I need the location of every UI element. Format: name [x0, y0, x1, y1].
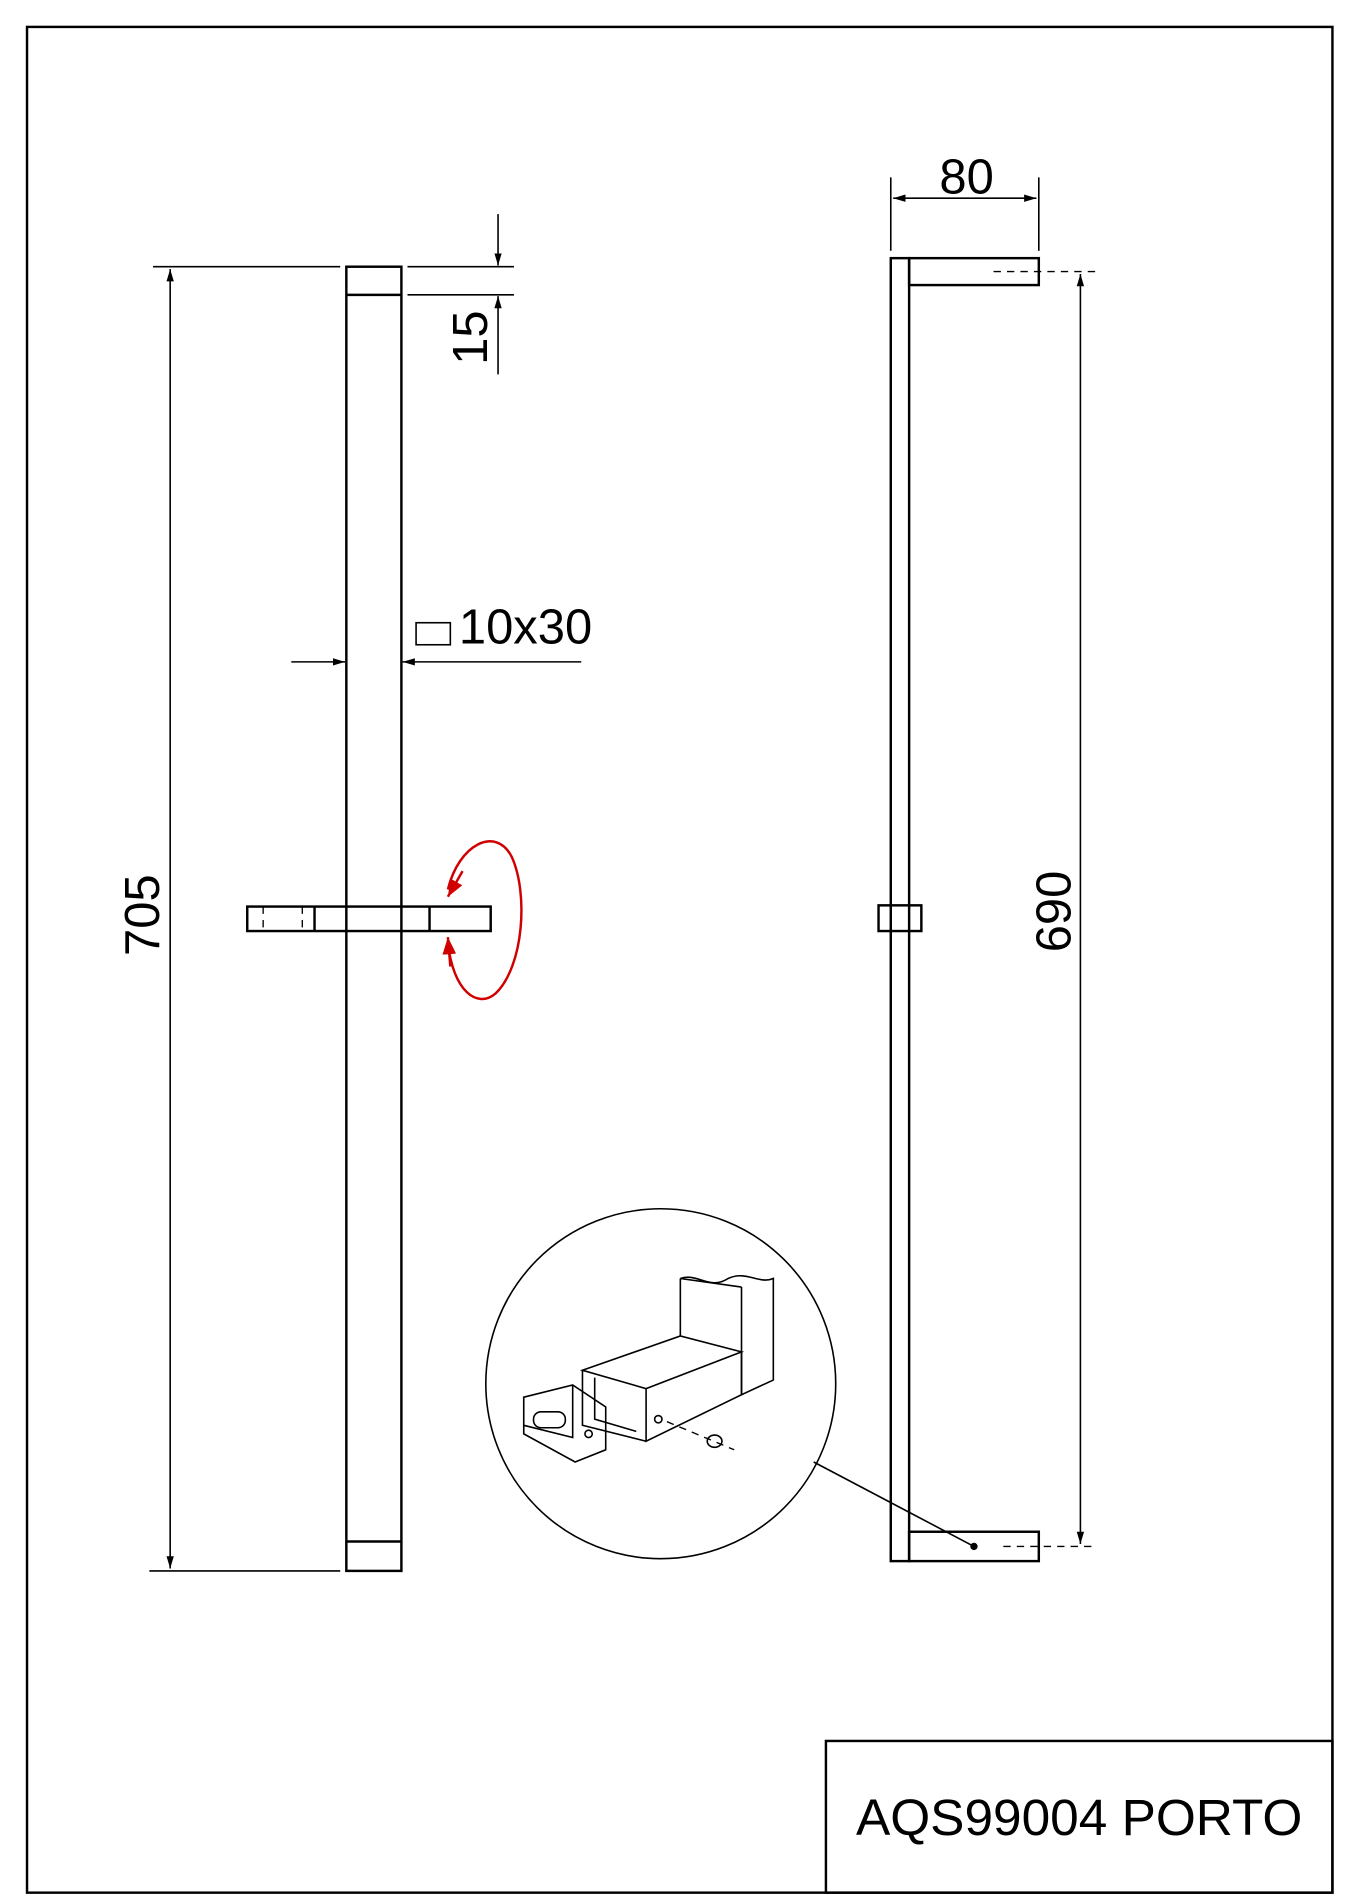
top-bracket [907, 256, 1041, 287]
dim-profile: 10x30 [459, 601, 592, 655]
bracket-detail [485, 1207, 978, 1560]
rail-front [345, 265, 403, 1573]
dim-total-height: 705 [116, 874, 170, 956]
title-block: AQS99004 PORTO [824, 1739, 1334, 1894]
dim-depth: 80 [939, 150, 993, 204]
drawing-border [25, 25, 1334, 1894]
profile-symbol [415, 621, 452, 646]
side-holder [877, 904, 923, 933]
rotation-arrow-icon [442, 840, 523, 1001]
drawing-title: AQS99004 PORTO [856, 1788, 1302, 1846]
rail-side [889, 256, 911, 1563]
side-view: 80 690 [877, 150, 1098, 1563]
front-view: 705 15 10x30 [116, 214, 592, 1573]
slider-holder [246, 905, 492, 933]
dim-fixing-distance: 690 [1028, 871, 1082, 953]
dim-cap-height: 15 [444, 310, 498, 364]
bottom-bracket [907, 1530, 1041, 1563]
